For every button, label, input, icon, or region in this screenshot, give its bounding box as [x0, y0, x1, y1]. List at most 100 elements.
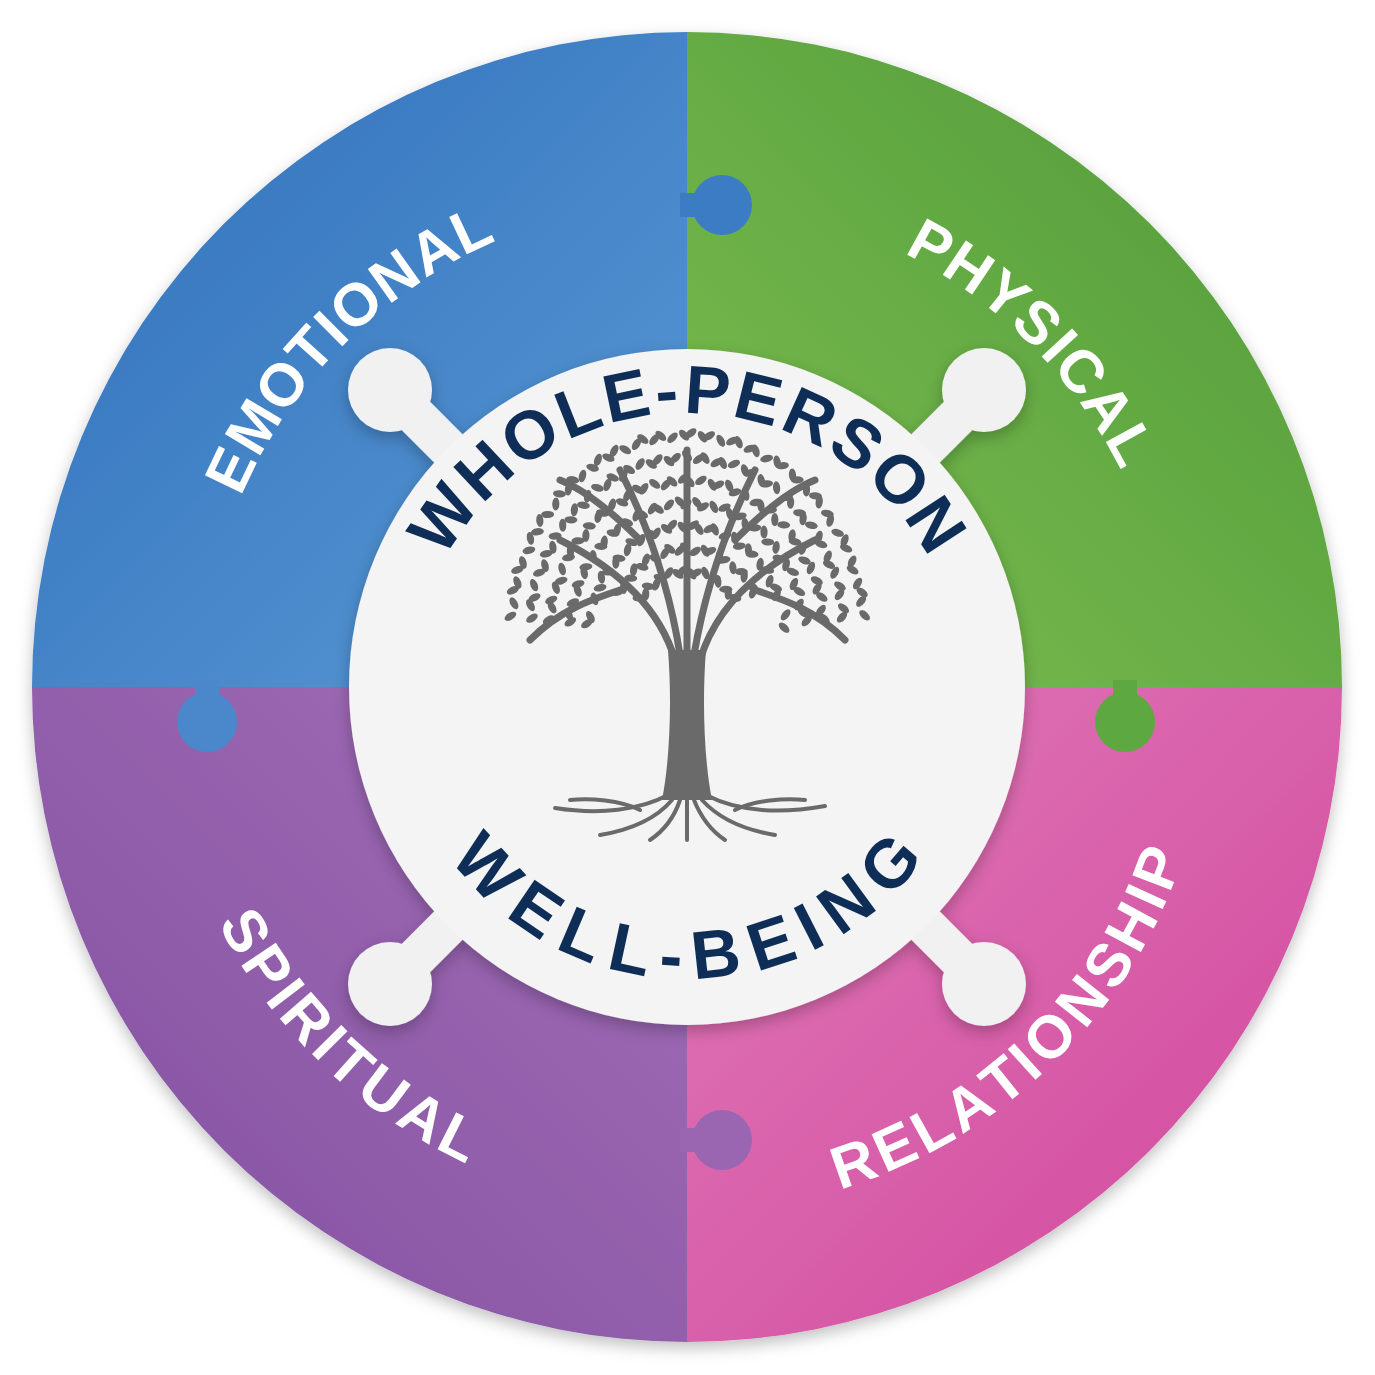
leaf [785, 566, 800, 577]
leaf [650, 526, 663, 541]
leaf [607, 498, 618, 513]
leaf [817, 612, 831, 626]
leaf [676, 520, 690, 534]
leaf [728, 487, 743, 498]
leaf [680, 449, 694, 464]
leaf [747, 585, 758, 600]
leaf [757, 499, 766, 513]
leaf [696, 500, 711, 513]
leaf [618, 443, 633, 456]
arc-letter: - [653, 355, 680, 424]
leaf [805, 561, 817, 576]
leaf [552, 497, 560, 510]
centre-circle: WHOLE-PERSONWELL-BEING [350, 350, 1025, 1025]
leaf [600, 535, 609, 549]
leaf [828, 565, 841, 580]
arc-letter: L [603, 911, 658, 986]
leaf [621, 488, 633, 503]
leaf [740, 487, 750, 501]
leaf [665, 431, 679, 445]
leaf [624, 574, 637, 582]
leaf [541, 613, 556, 626]
leaf [579, 563, 593, 572]
leaf [772, 540, 781, 554]
leaf [635, 533, 647, 548]
leaf [792, 585, 807, 598]
leaf [759, 454, 773, 464]
leaf [622, 463, 637, 476]
leaf [590, 483, 604, 494]
leaf [665, 474, 679, 488]
leaf [589, 550, 597, 563]
leaf [593, 583, 607, 593]
leaf [689, 567, 704, 580]
leaf [772, 481, 780, 495]
leaf [544, 594, 559, 606]
leaf [804, 520, 818, 530]
leaf [732, 542, 746, 551]
leaf [683, 474, 697, 489]
leaf [503, 610, 518, 623]
leaf [668, 451, 682, 465]
leaf [679, 497, 694, 511]
leaf [693, 522, 706, 537]
leaf [777, 521, 790, 529]
leaf [651, 452, 665, 467]
leaf [814, 590, 829, 603]
arc-letter: P [683, 354, 733, 425]
leaf [540, 558, 551, 572]
relationship-quadrant: RELATIONSHIP [687, 687, 1375, 1375]
leaf [527, 592, 542, 604]
leaf [583, 489, 593, 503]
leaf [651, 502, 666, 516]
leaf [748, 524, 762, 532]
leaf [518, 555, 529, 570]
leaf [619, 517, 634, 528]
leaf [761, 565, 775, 575]
leaf [635, 432, 650, 445]
leaf [760, 479, 774, 488]
arc-letter: - [658, 920, 685, 989]
leaf [718, 530, 733, 541]
leaf [715, 433, 728, 448]
leaf [728, 593, 742, 603]
leaf [602, 568, 615, 576]
leaf [624, 537, 639, 548]
leaf [703, 545, 718, 557]
leaf [508, 596, 521, 611]
leaf [582, 522, 596, 531]
leaf [612, 554, 626, 563]
leaf [713, 574, 722, 588]
leaf [562, 607, 574, 622]
leaf [525, 612, 540, 625]
leaf [684, 426, 699, 440]
tree-illustration [503, 426, 872, 840]
leaf [777, 621, 791, 635]
leaf [835, 610, 849, 624]
leaf [787, 496, 794, 509]
leaf [857, 608, 871, 622]
leaf [612, 523, 622, 537]
leaf [640, 552, 651, 567]
leaf [815, 495, 824, 509]
centre-piece [348, 348, 1026, 1026]
arc-letter: E [597, 357, 655, 433]
leaf [814, 539, 829, 550]
leaf [797, 541, 808, 555]
spiritual-quadrant: SPIRITUAL [0, 687, 687, 1375]
leaf [608, 443, 620, 458]
leaf [791, 476, 804, 483]
leaf [761, 538, 774, 546]
leaf [733, 435, 745, 450]
leaf [740, 569, 749, 583]
leaf [745, 550, 758, 558]
leaf [635, 508, 650, 520]
leaf [750, 444, 761, 459]
leaf [702, 429, 717, 442]
leaf [854, 594, 868, 609]
leaf [582, 529, 590, 542]
leaf [592, 453, 603, 468]
leaf [565, 597, 580, 609]
physical-quadrant: PHYSICAL [687, 0, 1375, 687]
